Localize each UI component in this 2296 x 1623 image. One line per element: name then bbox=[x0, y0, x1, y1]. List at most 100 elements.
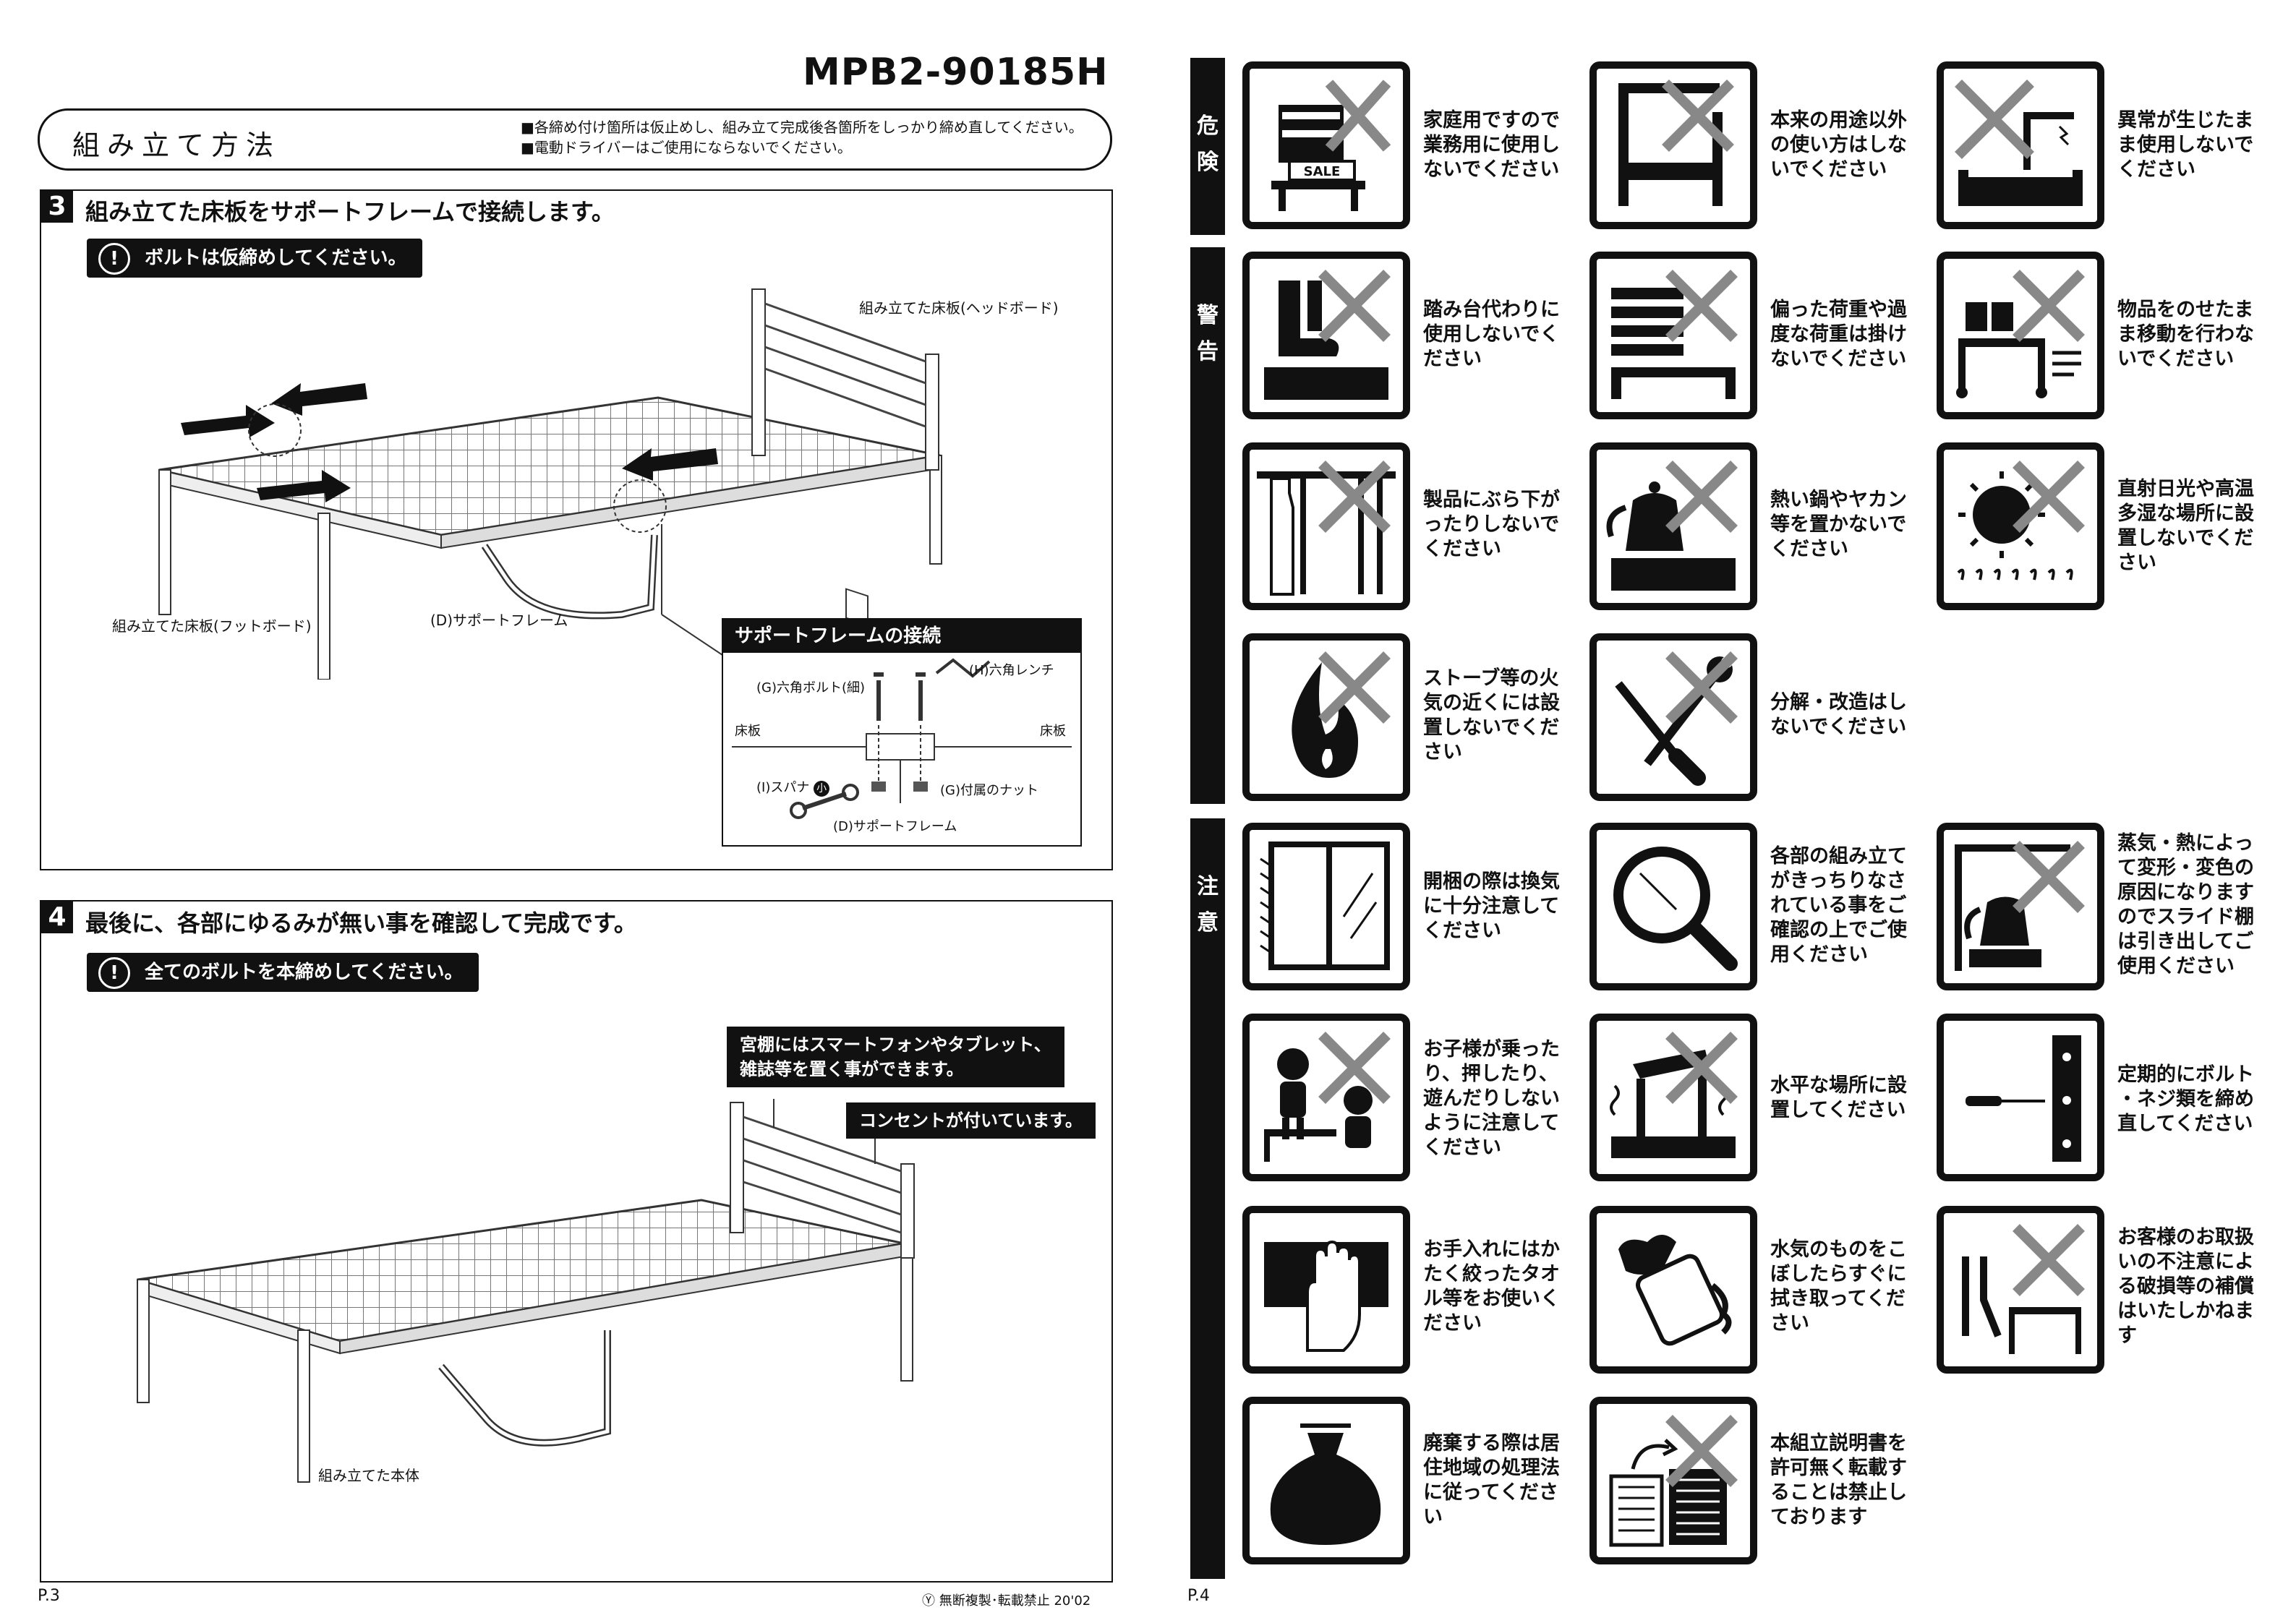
line: れている事をご bbox=[1770, 894, 1907, 917]
text-c8: 水気のものをこぼしたらすぐに拭き取ってください bbox=[1770, 1238, 1915, 1336]
move-with-items-prohibited-icon bbox=[1937, 252, 2104, 419]
callout-shelf: 宮棚にはスマートフォンやタブレット、 雑誌等を置く事ができます。 bbox=[727, 1027, 1064, 1087]
line: 直射日光や高温 bbox=[2117, 478, 2254, 500]
line: は引き出してご bbox=[2117, 930, 2254, 953]
no-compensation-icon bbox=[1937, 1206, 2104, 1374]
retighten-bolts-icon bbox=[1937, 1014, 2104, 1181]
model-number: MPB2-90185H bbox=[803, 51, 1109, 94]
callout-outlet: コンセントが付いています。 bbox=[846, 1102, 1096, 1139]
line: 蒸気・熱によっ bbox=[2117, 832, 2254, 855]
line: ぼしたらすぐに bbox=[1770, 1263, 1907, 1285]
inset-label-spanner-text: (I)スパナ bbox=[756, 780, 810, 795]
line: ・ネジ類を締め bbox=[2117, 1088, 2254, 1110]
line: 使用ください bbox=[2117, 955, 2235, 977]
line: 置してください bbox=[1770, 1099, 1906, 1121]
line: ないでください bbox=[1770, 716, 1907, 738]
copyright-mark: Ⓨ bbox=[922, 1593, 935, 1609]
inset-title: サポートフレームの接続 bbox=[723, 620, 1080, 653]
text-d2: 本来の用途以外の使い方はしないでください bbox=[1770, 108, 1915, 182]
text-w7: ストーブ等の火気の近くには設置しないでください bbox=[1423, 667, 1568, 765]
line: 開梱の際は換気 bbox=[1423, 870, 1560, 893]
label-footboard: 組み立てた床板(フットボード) bbox=[112, 617, 312, 635]
text-c6: 定期的にボルト・ネジ類を締め直してください bbox=[2117, 1063, 2262, 1136]
line: 遊んだりしない bbox=[1423, 1087, 1560, 1110]
line: 家庭用ですので bbox=[1423, 109, 1560, 132]
copyright-notice: Ⓨ 無断複製･転載禁止 20'02 bbox=[922, 1590, 1091, 1609]
danger-char-2: 険 bbox=[1197, 150, 1219, 175]
line: ル等をお使いく bbox=[1423, 1288, 1560, 1310]
line: 水平な場所に設 bbox=[1770, 1074, 1907, 1097]
text-c10: 廃棄する際は居住地域の処理法に従ってください bbox=[1423, 1431, 1568, 1530]
callout-shelf-line-1: 宮棚にはスマートフォンやタブレット、 bbox=[740, 1035, 1051, 1055]
line: 直してください bbox=[2117, 1113, 2253, 1135]
line: さい bbox=[2117, 552, 2156, 574]
text-d3: 異常が生じたまま使用しないでください bbox=[2117, 108, 2262, 182]
line: て変形・変色の bbox=[2117, 857, 2254, 879]
inset-label-nut: (G)付属のナット bbox=[940, 783, 1038, 798]
line: 拭き取ってくだ bbox=[1770, 1288, 1905, 1310]
line: 踏み台代わりに bbox=[1423, 299, 1560, 321]
line: ください bbox=[1423, 1136, 1501, 1159]
line: いの不注意によ bbox=[2117, 1251, 2254, 1273]
assembly-notes: ■各締め付け箇所は仮止めし、組み立て完成後各箇所をしっかり締め直してください。 … bbox=[521, 117, 1083, 158]
line: お子様が乗った bbox=[1423, 1038, 1560, 1061]
line: 業務用に使用し bbox=[1423, 134, 1560, 156]
line: ま使用しないで bbox=[2117, 134, 2254, 156]
line: ております bbox=[1770, 1506, 1868, 1528]
exclamation-icon: ! bbox=[98, 243, 130, 275]
text-d1: 家庭用ですので業務用に使用しないでください bbox=[1423, 108, 1568, 182]
text-c11: 本組立説明書を許可無く転載することは禁止しております bbox=[1770, 1431, 1915, 1530]
business-use-prohibited-icon: SALE bbox=[1242, 61, 1410, 229]
line: ないでください bbox=[1423, 158, 1560, 181]
step-4-title: 最後に、各部にゆるみが無い事を確認して完成です。 bbox=[85, 909, 637, 937]
line: 許可無く転載す bbox=[1770, 1457, 1907, 1479]
assembly-header bbox=[38, 108, 1112, 171]
label-assembled-body: 組み立てた本体 bbox=[318, 1467, 419, 1484]
inset-label-wrench: (H)六角レンチ bbox=[969, 663, 1054, 678]
line: 熱い鍋やヤカン bbox=[1770, 489, 1907, 511]
text-w5: 熱い鍋やヤカン等を置かないでください bbox=[1770, 488, 1915, 562]
line: ストーブ等の火 bbox=[1423, 667, 1559, 690]
hanging-prohibited-icon bbox=[1242, 442, 1410, 610]
line: に従ってくださ bbox=[1423, 1481, 1558, 1504]
line: がきっちりなさ bbox=[1770, 870, 1906, 892]
step-3-caution-text: ボルトは仮締めしてください。 bbox=[145, 247, 407, 269]
inset-diagram bbox=[732, 658, 1072, 819]
text-c3: 蒸気・熱によって変形・変色の原因になりますのでスライド棚は引き出してご使用くださ… bbox=[2117, 831, 2262, 979]
text-c2: 各部の組み立てがきっちりなされている事をご確認の上でご使用ください bbox=[1770, 844, 1915, 967]
hot-pot-prohibited-icon bbox=[1589, 442, 1757, 610]
line: ように注意して bbox=[1423, 1112, 1560, 1134]
label-support-frame: (D)サポートフレーム bbox=[430, 612, 568, 629]
line: 気の近くには設 bbox=[1423, 692, 1560, 714]
copyright-text: 無断複製･転載禁止 bbox=[939, 1593, 1050, 1609]
step-3-title: 組み立てた床板をサポートフレームで接続します。 bbox=[85, 198, 615, 226]
text-c7: お手入れにはかたく絞ったタオル等をお使いください bbox=[1423, 1238, 1568, 1336]
text-w4: 製品にぶら下がったりしないでください bbox=[1423, 488, 1568, 562]
assembly-title: 組み立て方法 bbox=[72, 129, 281, 161]
sale-sign: SALE bbox=[1304, 164, 1341, 179]
line: 本組立説明書を bbox=[1770, 1432, 1907, 1455]
line: ることは禁止し bbox=[1770, 1481, 1907, 1504]
line: 偏った荷重や過 bbox=[1770, 299, 1907, 321]
line: ください bbox=[1423, 920, 1501, 942]
label-headboard: 組み立てた床板(ヘッドボード) bbox=[859, 299, 1059, 317]
text-w2: 偏った荷重や過度な荷重は掛けないでください bbox=[1770, 298, 1915, 372]
line: に十分注意して bbox=[1423, 895, 1560, 917]
line: いでください bbox=[2117, 348, 2235, 370]
line: 置しないでくだ bbox=[1423, 716, 1560, 739]
line: 定期的にボルト bbox=[2117, 1063, 2254, 1086]
line: 製品にぶら下が bbox=[1423, 489, 1560, 511]
line: 分解・改造はし bbox=[1770, 691, 1907, 714]
text-w1: 踏み台代わりに使用しないでください bbox=[1423, 298, 1568, 372]
step-stool-prohibited-icon bbox=[1242, 252, 1410, 419]
line: 多湿な場所に設 bbox=[2117, 502, 2254, 525]
line: はいたしかねま bbox=[2117, 1300, 2254, 1322]
line: たく絞ったタオ bbox=[1423, 1263, 1560, 1285]
assembly-note-2: ■電動ドライバーはご使用にならないでください。 bbox=[521, 139, 852, 156]
inset-label-spanner: (I)スパナ 小 bbox=[756, 777, 830, 797]
line: ま移動を行わな bbox=[2117, 323, 2254, 346]
line: 原因になります bbox=[2117, 881, 2254, 904]
line: 各部の組み立て bbox=[1770, 845, 1907, 868]
page-number-left: P.3 bbox=[38, 1587, 60, 1605]
line: さい bbox=[1423, 741, 1462, 763]
